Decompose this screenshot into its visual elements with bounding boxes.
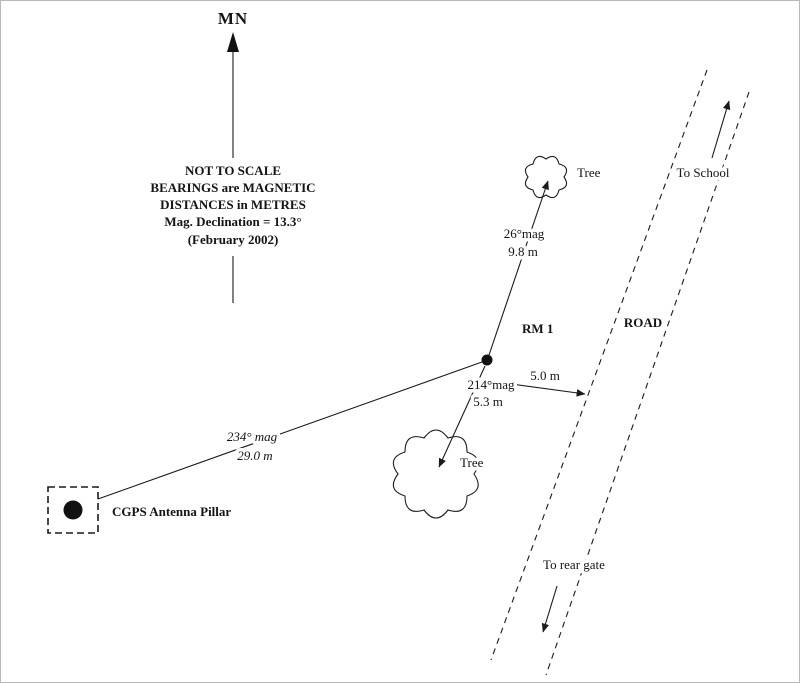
tree-south-label: Tree bbox=[460, 455, 484, 470]
rm1-marker bbox=[481, 354, 493, 366]
tree-north-shape bbox=[524, 155, 568, 199]
distance-pillar-label: 29.0 m bbox=[237, 448, 272, 463]
notes-line-4: Mag. Declination = 13.3° bbox=[164, 214, 301, 229]
tree-north-label: Tree bbox=[577, 165, 601, 180]
line-rm1-to-tree-north bbox=[488, 180, 549, 356]
bearing-pillar-label: 234° mag bbox=[227, 429, 278, 444]
to-rear-gate-label: To rear gate bbox=[543, 557, 605, 572]
line-rm1-to-tree-south bbox=[438, 365, 486, 468]
pillar-label: CGPS Antenna Pillar bbox=[112, 504, 231, 519]
road-right-edge bbox=[545, 91, 750, 676]
tree-south-shape bbox=[392, 429, 479, 519]
notes-line-1: NOT TO SCALE bbox=[185, 163, 281, 178]
magnetic-north-arrowhead bbox=[227, 32, 239, 52]
rm1-label: RM 1 bbox=[522, 321, 553, 336]
line-rm1-to-road bbox=[503, 382, 586, 397]
to-rear-gate-arrow bbox=[541, 585, 558, 633]
north-label: MN bbox=[218, 9, 248, 28]
distance-tree-south-label: 5.3 m bbox=[473, 394, 503, 409]
notes-line-5: (February 2002) bbox=[188, 232, 279, 247]
bearing-tree-north-label: 26°mag bbox=[504, 226, 545, 241]
pillar-dot bbox=[63, 500, 83, 520]
distance-tree-north-label: 9.8 m bbox=[508, 244, 538, 259]
notes-line-2: BEARINGS are MAGNETIC bbox=[150, 180, 315, 195]
bearing-tree-south-label: 214°mag bbox=[467, 377, 515, 392]
pillar-square bbox=[47, 486, 99, 534]
road-label: ROAD bbox=[624, 315, 662, 330]
notes-line-3: DISTANCES in METRES bbox=[160, 197, 306, 212]
road-left-edge bbox=[490, 69, 708, 661]
notes-block: NOT TO SCALE BEARINGS are MAGNETIC DISTA… bbox=[150, 163, 315, 247]
line-rm1-to-pillar bbox=[97, 361, 483, 500]
to-school-arrow bbox=[711, 100, 731, 159]
to-school-label: To School bbox=[677, 165, 730, 180]
distance-road-label: 5.0 m bbox=[530, 368, 560, 383]
notes-background bbox=[144, 158, 324, 256]
